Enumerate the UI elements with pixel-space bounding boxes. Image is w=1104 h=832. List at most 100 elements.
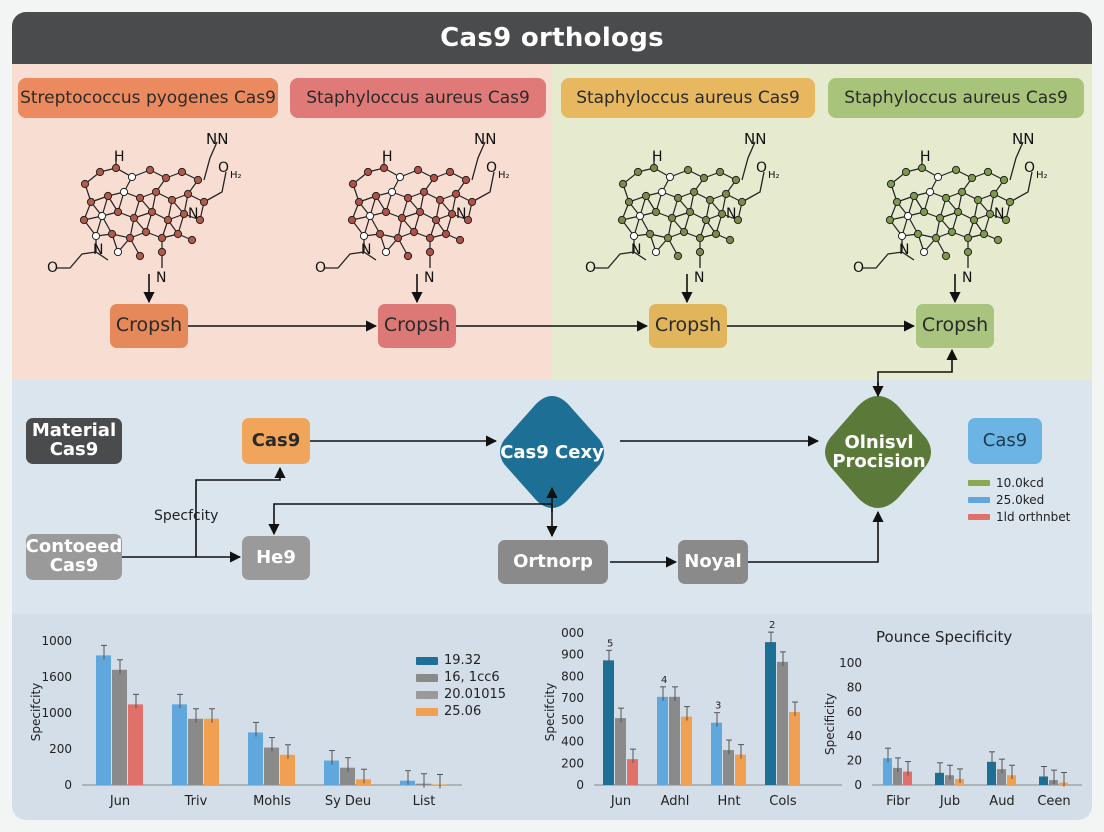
- legend-label: 19.32: [444, 653, 482, 668]
- y-tick-label: 100: [839, 656, 862, 670]
- molecule-atom: [725, 235, 735, 245]
- molecule-atom: [393, 233, 403, 243]
- molecule-atom-label: NN: [206, 130, 228, 148]
- y-tick-label: 40: [847, 729, 862, 743]
- molecule-atom: [359, 231, 369, 241]
- bar: [280, 754, 295, 785]
- bar: [669, 696, 680, 785]
- molecule-atom: [387, 187, 397, 197]
- molecule-atom: [177, 167, 187, 177]
- molecule-atom-label: N: [899, 242, 909, 258]
- molecule-atom: [183, 189, 193, 199]
- molecule-atom: [435, 195, 445, 205]
- legend-label: 16, 1cc6: [444, 670, 500, 685]
- chart-2: 0009008007005004002000SpecifcityJun5Adhl…: [543, 620, 842, 809]
- molecule-bond: [1009, 171, 1033, 203]
- molecule-atom: [979, 229, 989, 239]
- molecule-atom: [913, 229, 923, 239]
- molecule-bond: [741, 171, 765, 203]
- bar: [935, 772, 944, 785]
- molecule-atom: [645, 229, 655, 239]
- molecule-atom: [129, 213, 139, 223]
- molecule-atom: [1005, 197, 1015, 207]
- molecule-atom: [1001, 215, 1011, 225]
- molecule-atom: [617, 215, 627, 225]
- bar: [883, 758, 892, 785]
- he9-box: He9: [242, 536, 310, 580]
- olnisvl-shape: [825, 396, 931, 508]
- bar: [681, 716, 692, 785]
- legend-swatch: [968, 513, 990, 520]
- molecule-atom-label: O: [585, 260, 596, 276]
- molecule-atom: [941, 193, 951, 203]
- molecule-atom-label: NN: [474, 130, 496, 148]
- molecule-bond: [324, 251, 365, 269]
- bar: [945, 775, 954, 785]
- bar-data-label: 5: [607, 638, 613, 649]
- molecule-atom-label: NN: [1012, 130, 1034, 148]
- arrow: [195, 466, 286, 557]
- molecule-atom: [381, 207, 391, 217]
- molecule-atom: [635, 211, 645, 221]
- x-tick-label: Hnt: [717, 794, 740, 809]
- molecule-atom: [909, 191, 919, 201]
- y-tick-label: 0: [64, 778, 72, 792]
- molecule-atom: [199, 197, 209, 207]
- molecule-atom: [363, 167, 373, 177]
- molecule-atom: [347, 215, 357, 225]
- molecule-atom: [886, 179, 896, 189]
- molecule-atom: [699, 173, 709, 183]
- y-tick-label: 800: [561, 669, 584, 683]
- bar: [903, 771, 912, 785]
- legend-label: 25.0ked: [996, 492, 1045, 507]
- bar: [172, 704, 187, 785]
- molecule-atom: [951, 165, 961, 175]
- molecule-atom: [919, 247, 929, 257]
- molecule-atom-label: N: [93, 242, 103, 258]
- molecule-atom: [429, 173, 439, 183]
- chart1-legend: 19.32 16, 1cc6 20.01015 25.06: [416, 652, 506, 720]
- molecule-atom: [947, 227, 957, 237]
- molecule-atom: [737, 197, 747, 207]
- molecule-atom: [897, 231, 907, 241]
- molecule-atom: [445, 167, 455, 177]
- molecule-atom: [161, 173, 171, 183]
- molecule-atom-label: O: [756, 160, 767, 176]
- material-cas9-box: Material Cas9: [26, 418, 122, 464]
- molecule-atom: [403, 251, 413, 261]
- molecule-atom: [86, 197, 96, 207]
- molecule-atom: [397, 213, 407, 223]
- molecule-atom-label: N: [361, 242, 371, 258]
- molecule-atom: [419, 187, 429, 197]
- molecule-atom: [903, 211, 913, 221]
- cropsh-box: Cropsh: [649, 304, 727, 348]
- molecule-atom: [663, 233, 673, 243]
- y-tick-label: 0: [576, 778, 584, 792]
- bar: [735, 754, 746, 785]
- molecule-atom: [107, 229, 117, 239]
- molecule-atom: [685, 207, 695, 217]
- bar: [1007, 775, 1016, 785]
- legend-item: 10.0kcd: [968, 474, 1070, 491]
- molecule-atom: [901, 167, 911, 177]
- bar: [248, 732, 263, 785]
- molecule-atom: [163, 215, 173, 225]
- molecule-atom: [683, 165, 693, 175]
- ortholog-header: Staphyloccus aureus Cas9: [561, 78, 815, 118]
- bar: [340, 767, 355, 785]
- molecule-atom-label: H: [382, 149, 393, 165]
- molecule-atom: [379, 163, 389, 173]
- legend-swatch: [416, 673, 438, 682]
- y-tick-label: 500: [561, 713, 584, 727]
- molecule-atom: [999, 175, 1009, 185]
- molecule-atom-label: O: [1024, 160, 1035, 176]
- y-axis-label: Specifcity: [543, 683, 557, 742]
- x-tick-label: Fibr: [886, 794, 910, 809]
- molecule-atom: [354, 197, 364, 207]
- cas9-box: Cas9: [242, 418, 310, 464]
- y-axis-label: Specificity: [823, 693, 837, 755]
- legend-item: 25.0ked: [968, 491, 1070, 508]
